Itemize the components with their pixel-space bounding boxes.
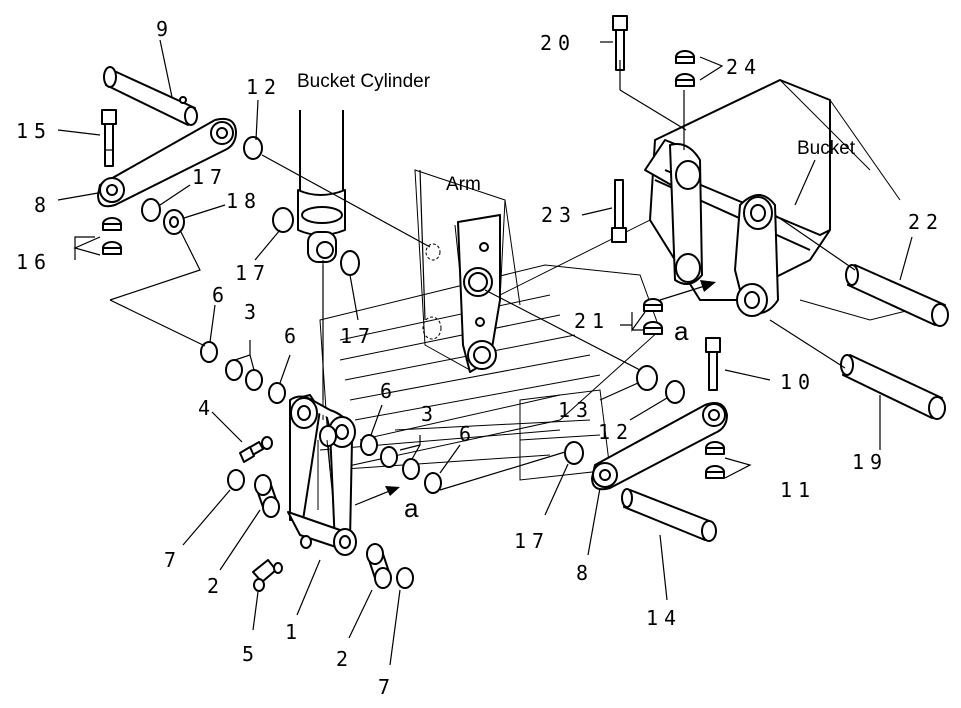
callout-6-b: 6 <box>284 324 302 348</box>
nuts-16 <box>102 217 122 255</box>
callout-3-b: 3 <box>421 402 439 426</box>
callout-4: 4 <box>198 396 216 420</box>
callout-21: 21 <box>574 309 610 333</box>
callout-12-left: 12 <box>246 75 282 99</box>
leader-lines <box>57 39 913 666</box>
arrow-a-bottom <box>354 486 400 506</box>
callout-7-a: 7 <box>164 548 182 572</box>
nuts-24 <box>675 50 695 87</box>
bushings-2 <box>254 474 392 589</box>
nuts-21 <box>643 298 663 335</box>
callout-18: 18 <box>226 189 262 213</box>
seals-and-bushings <box>200 341 442 494</box>
bolt-15 <box>101 109 117 167</box>
callout-20: 20 <box>540 31 576 55</box>
callout-17-c: 17 <box>340 324 376 348</box>
callout-13: 13 <box>558 398 594 422</box>
callout-3-a: 3 <box>244 300 262 324</box>
callout-22: 22 <box>908 210 944 234</box>
callout-12-right: 12 <box>598 420 634 444</box>
callout-8-left: 8 <box>34 193 52 217</box>
arrow-a-right <box>659 280 716 301</box>
callout-23: 23 <box>541 203 577 227</box>
callout-15: 15 <box>16 119 52 143</box>
callout-17-d: 17 <box>514 529 550 553</box>
label-ref-a-right: a <box>674 316 689 346</box>
bolt-23 <box>611 179 627 243</box>
callout-24: 24 <box>726 55 762 79</box>
callout-17-a: 17 <box>192 165 228 189</box>
pin-19 <box>840 354 946 420</box>
pin-14 <box>621 488 717 542</box>
label-bucket-cylinder: Bucket Cylinder <box>297 71 431 92</box>
callout-2-b: 2 <box>336 647 354 671</box>
callout-6-d: 6 <box>459 422 477 446</box>
nuts-11 <box>705 441 725 479</box>
link-8-right <box>591 402 728 491</box>
arm-end <box>422 214 501 373</box>
grease-fitting-5 <box>252 535 312 592</box>
callout-14: 14 <box>646 606 682 630</box>
bolt-10 <box>705 337 721 391</box>
seals-7 <box>227 469 414 589</box>
callout-19: 19 <box>852 450 888 474</box>
link-8-left <box>97 117 237 208</box>
callout-1: 1 <box>285 620 303 644</box>
callout-2-a: 2 <box>207 574 225 598</box>
callout-6-c: 6 <box>380 379 398 403</box>
callout-17-b: 17 <box>235 261 271 285</box>
label-bucket: Bucket <box>797 138 856 159</box>
shims <box>141 136 685 465</box>
callout-11: 11 <box>780 478 816 502</box>
pin-9 <box>103 66 198 126</box>
link-1 <box>287 394 357 556</box>
callout-6-a: 6 <box>212 283 230 307</box>
pin-22 <box>845 264 949 327</box>
callout-8-right: 8 <box>576 561 594 585</box>
callout-5: 5 <box>242 642 260 666</box>
label-arm: Arm <box>446 174 481 195</box>
grease-fitting-4 <box>239 436 273 463</box>
bucket-cylinder <box>297 110 346 420</box>
callout-7-b: 7 <box>378 675 396 699</box>
bucket-body <box>644 79 911 321</box>
callout-9: 9 <box>156 17 174 41</box>
label-ref-a-bottom: a <box>404 493 419 523</box>
callout-16: 16 <box>16 250 52 274</box>
callout-10: 10 <box>780 370 816 394</box>
